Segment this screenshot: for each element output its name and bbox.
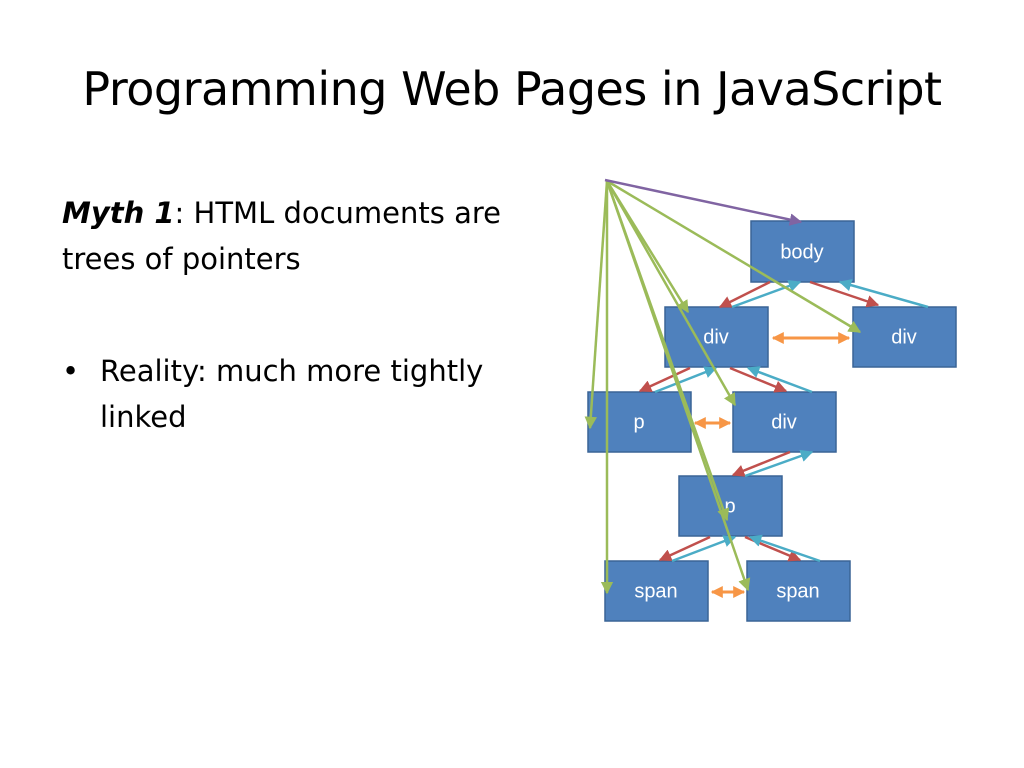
node-div-3: div [732, 391, 837, 453]
cyan-arrow-div2-body [838, 279, 929, 309]
cyan-arrow-p1-div1 [654, 366, 718, 394]
red-arrow-p2-span1 [658, 535, 711, 562]
green-arrow-doc-span2 [605, 180, 751, 592]
myth-text: : HTML documents are trees of pointers [62, 196, 501, 276]
green-arrow-doc-p1 [584, 180, 609, 430]
svg-text:div: div [771, 411, 797, 433]
green-arrow-doc-div2 [606, 179, 862, 334]
red-arrow-body-div1 [718, 280, 771, 309]
node-p-2: p [678, 475, 783, 537]
cyan-arrow-div1-body [731, 280, 802, 309]
red-arrow-div3-p2 [731, 450, 791, 477]
svg-text:p: p [724, 495, 735, 517]
node-div-2: div [852, 306, 957, 368]
myth-statement: Myth 1: HTML documents are trees of poin… [62, 190, 502, 282]
cyan-arrow-span2-p2 [748, 534, 821, 563]
bullet-item: • Reality: much more tightly linked [62, 348, 502, 440]
slide-body: Myth 1: HTML documents are trees of poin… [62, 190, 502, 434]
svg-text:div: div [891, 326, 917, 348]
node-body: body [750, 220, 855, 283]
node-p-1: p [587, 391, 692, 453]
svg-text:p: p [633, 411, 644, 433]
node-span-1: span [604, 560, 709, 622]
red-arrow-div1-p1 [638, 366, 691, 393]
purple-arrow-doc-body [604, 178, 803, 226]
svg-text:div: div [703, 326, 729, 348]
green-arrow-doc-div3 [605, 180, 737, 407]
red-arrow-body-div2 [809, 280, 880, 308]
cyan-arrow-p2-div3 [744, 449, 814, 478]
slide-title: Programming Web Pages in JavaScript [82, 62, 942, 116]
svg-text:body: body [780, 241, 823, 263]
bullet-text: Reality: much more tightly linked [100, 354, 484, 434]
node-div-1: div [664, 306, 769, 368]
red-arrow-p2-span2 [744, 535, 802, 562]
svg-text:span: span [634, 580, 677, 602]
myth-label: Myth 1 [62, 196, 175, 230]
node-span-2: span [746, 560, 851, 622]
svg-text:span: span [776, 580, 819, 602]
bullet-icon: • [62, 354, 80, 388]
red-arrow-div1-div3 [729, 366, 788, 393]
cyan-arrow-span1-p2 [671, 535, 737, 563]
cyan-arrow-div3-div1 [746, 366, 813, 394]
